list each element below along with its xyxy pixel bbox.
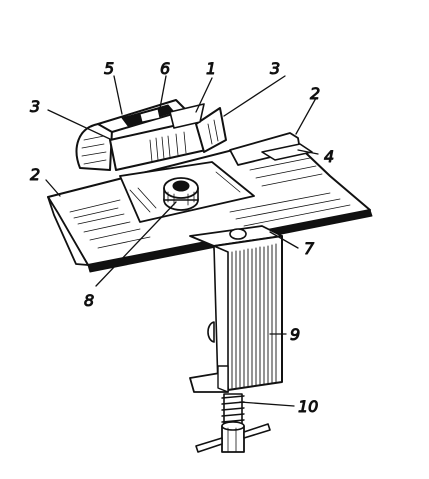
bracket-hatching — [231, 243, 277, 389]
leader-lines — [45, 75, 319, 407]
clamp-nut — [163, 177, 199, 211]
label-1: 1 — [206, 59, 216, 78]
label-2-left: 2 — [30, 165, 40, 184]
clamp-bracket — [189, 225, 283, 393]
label-9: 9 — [290, 325, 300, 344]
clamp-block — [109, 103, 227, 171]
label-2-right: 2 — [310, 84, 320, 103]
label-6: 6 — [160, 59, 170, 78]
label-7: 7 — [304, 239, 315, 258]
label-3-right: 3 — [270, 59, 280, 78]
label-5: 5 — [104, 59, 114, 78]
clamp-screw — [195, 393, 271, 453]
label-10: 10 — [298, 397, 318, 416]
label-4: 4 — [324, 147, 334, 166]
label-3-left: 3 — [30, 97, 40, 116]
label-8: 8 — [84, 291, 94, 310]
